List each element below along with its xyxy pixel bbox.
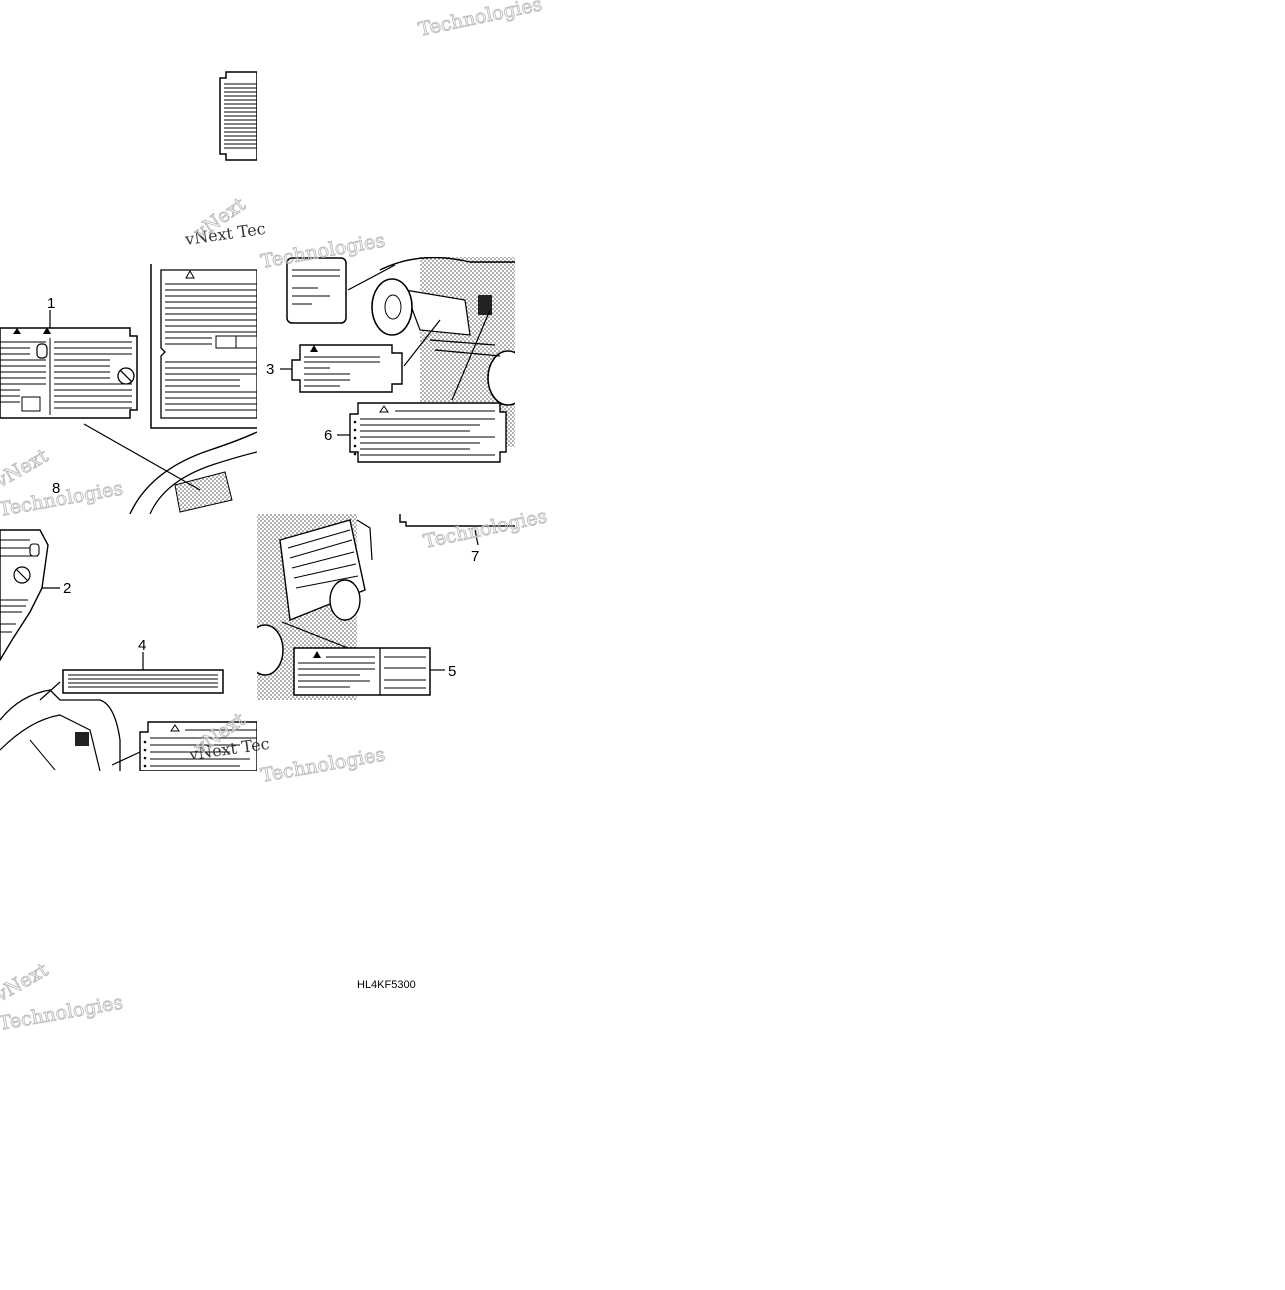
callout-4: 4 xyxy=(138,637,146,654)
tile-labels-3-6: 3 6 xyxy=(266,257,515,463)
label-6-shape xyxy=(349,402,507,463)
label-2-shape xyxy=(0,529,49,662)
watermark-technologies: Technologies xyxy=(259,743,387,787)
callout-2: 2 xyxy=(63,580,71,597)
callout-8: 8 xyxy=(52,480,60,497)
tile-labels-5-7: 5 7 xyxy=(257,514,515,700)
tile-label-1: 1 8 xyxy=(0,264,257,514)
watermark-vnext: vNext xyxy=(0,445,52,493)
callout-1: 1 xyxy=(47,295,55,312)
callout-3: 3 xyxy=(266,361,274,378)
watermark-vnext: vNext xyxy=(0,959,52,1007)
watermark-technologies: Technologies xyxy=(421,505,549,553)
callout-6: 6 xyxy=(324,427,332,444)
watermark-technologies: Technologies xyxy=(0,477,125,521)
label-top-partial xyxy=(219,71,257,161)
callout-5: 5 xyxy=(448,663,456,680)
tile-labels-2-4: 2 4 xyxy=(0,529,257,771)
reference-code: HL4KF5300 xyxy=(357,979,416,991)
watermark-technologies: Technologies xyxy=(0,991,125,1035)
callout-7: 7 xyxy=(471,548,479,565)
watermark-technologies: Technologies xyxy=(416,0,544,41)
label-4-shape xyxy=(62,669,224,694)
label-7-shape xyxy=(399,514,515,527)
